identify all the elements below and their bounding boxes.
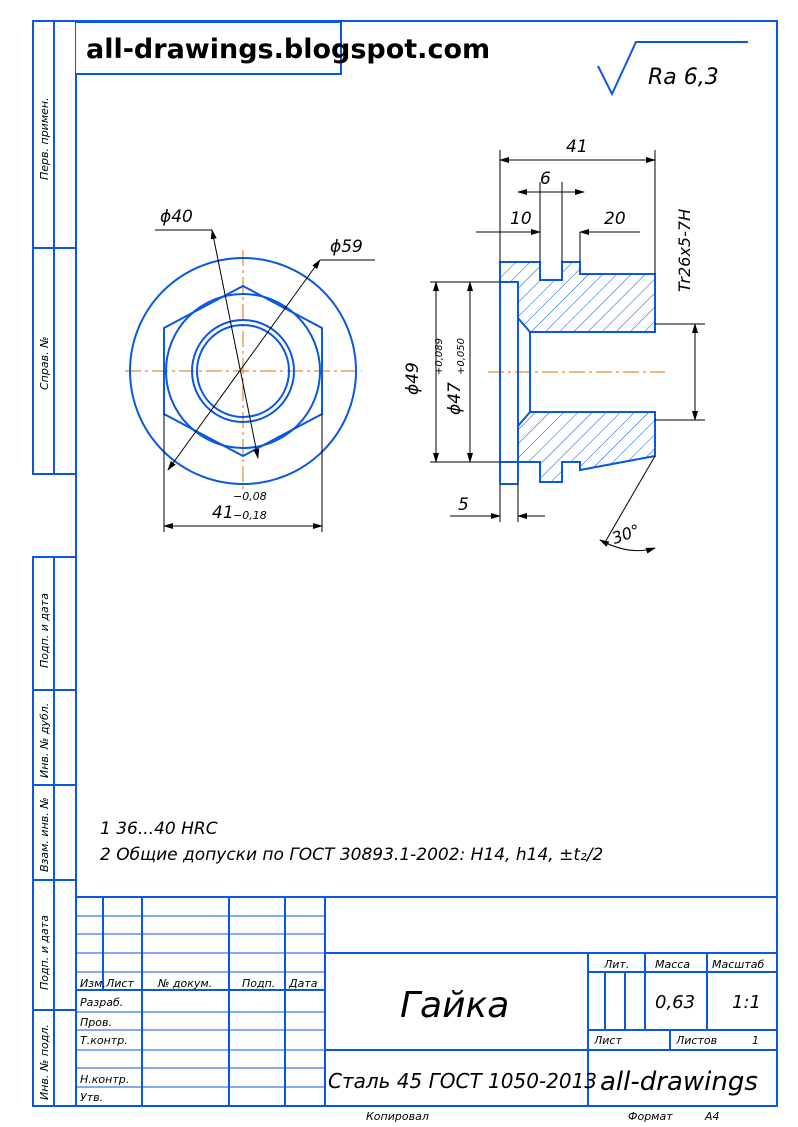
dim-len6: 6	[540, 169, 551, 189]
row-razrab: Разраб.	[80, 996, 123, 1009]
copied-label: Копировал	[366, 1110, 429, 1123]
sheets-label: Листов	[675, 1034, 717, 1047]
org-name: all-drawings	[600, 1067, 758, 1097]
title-block-text: Изм. Лист № докум. Подп. Дата Разраб. Пр…	[80, 958, 764, 1123]
title-block	[76, 896, 777, 1106]
side-label-perv: Перв. примен.	[38, 97, 51, 180]
material: Сталь 45 ГОСТ 1050-2013	[328, 1069, 597, 1093]
side-label-inv-dubl: Инв. № дубл.	[38, 703, 51, 778]
row-nkontr: Н.контр.	[80, 1073, 129, 1086]
dim-w41: 41	[212, 503, 234, 523]
hdr-data: Дата	[288, 977, 318, 990]
dim-thread: Tr26x5-7H	[675, 209, 694, 292]
format-value: A4	[704, 1110, 720, 1123]
dim-d59: ϕ59	[330, 237, 363, 257]
side-label-inv-podl: Инв. № подл.	[38, 1024, 51, 1100]
format-label: Формат	[628, 1110, 673, 1123]
hdr-izm: Изм.	[80, 977, 106, 990]
row-utv: Утв.	[80, 1091, 103, 1104]
dim-w41-lower: −0,18	[233, 509, 267, 522]
dim-len41: 41	[566, 137, 588, 157]
dim-d47-lower: +0,050	[456, 338, 467, 375]
dim-len10: 10	[510, 209, 532, 229]
lit-label: Лит.	[603, 958, 629, 971]
tech-notes: 1 36...40 HRC 2 Общие допуски по ГОСТ 30…	[100, 819, 603, 865]
sheets-count: 1	[752, 1034, 759, 1047]
sheet-label: Лист	[593, 1034, 622, 1047]
dim-angle30: 30°	[609, 520, 642, 548]
side-label-podp2: Подп. и дата	[38, 915, 51, 990]
row-prov: Пров.	[80, 1016, 112, 1029]
dim-len20: 20	[604, 209, 626, 229]
dim-d47: ϕ47	[445, 382, 465, 415]
front-view: ϕ40 ϕ59 41 −0,08 −0,18	[125, 207, 375, 532]
watermark-banner[interactable]: all-drawings.blogspot.com	[76, 21, 490, 75]
note-1: 1 36...40 HRC	[100, 819, 218, 839]
hdr-podp: Подп.	[242, 977, 275, 990]
dim-len5: 5	[458, 495, 469, 515]
roughness-value: Ra 6,3	[648, 65, 719, 90]
dim-d40: ϕ40	[160, 207, 193, 227]
row-tkontr: Т.контр.	[80, 1034, 128, 1047]
dim-d49: ϕ49	[403, 362, 423, 395]
side-labels: Перв. примен. Справ. № Подп. и дата Инв.…	[38, 97, 51, 1100]
side-label-vzam: Взам. инв. №	[38, 797, 51, 872]
massa-value: 0,63	[655, 992, 695, 1013]
note-2: 2 Общие допуски по ГОСТ 30893.1-2002: H1…	[100, 845, 603, 865]
section-view: 41 6 10 20 Tr26x5-7H ϕ49 ϕ47 +0,089 +0,0…	[403, 137, 705, 554]
side-label-podp1: Подп. и дата	[38, 593, 51, 668]
dim-w41-upper: −0,08	[233, 490, 267, 503]
side-label-sprav: Справ. №	[38, 336, 51, 390]
massa-label: Масса	[655, 958, 690, 971]
hdr-doc: № докум.	[157, 977, 212, 990]
scale-label: Масштаб	[712, 958, 764, 971]
dim-d47-upper: +0,089	[434, 338, 445, 375]
scale-value: 1:1	[732, 992, 761, 1013]
sheet-frame	[32, 20, 778, 1107]
part-title: Гайка	[400, 985, 509, 1026]
roughness-symbol: Ra 6,3	[597, 41, 748, 97]
hdr-list: Лист	[105, 977, 134, 990]
